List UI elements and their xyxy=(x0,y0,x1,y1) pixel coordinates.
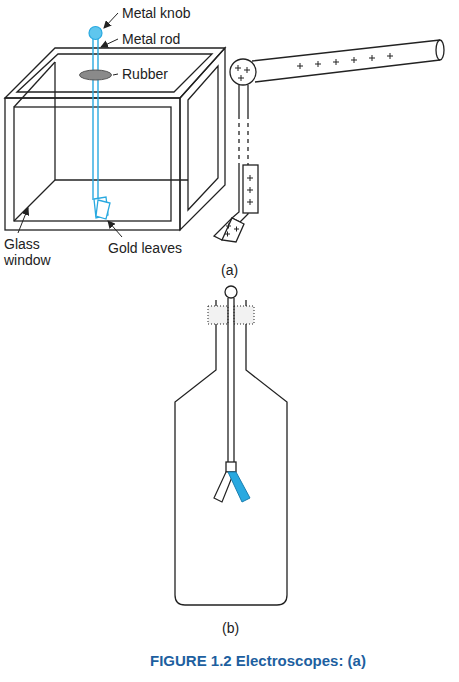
charged-knob xyxy=(230,59,256,85)
part-label: Glass window xyxy=(4,236,60,268)
gold-leaves xyxy=(94,197,110,219)
figure-caption: FIGURE 1.2 Electroscopes: (a) xyxy=(150,652,366,670)
rubber-disc xyxy=(80,70,112,80)
bottle-rod xyxy=(226,298,236,472)
part-label: Gold leaves xyxy=(108,240,182,256)
charged-leaves xyxy=(214,218,244,242)
bottle xyxy=(175,300,287,605)
plus-signs xyxy=(225,53,393,237)
bottle-knob xyxy=(225,286,237,298)
figure-label: (b) xyxy=(222,620,239,636)
figure-label: (a) xyxy=(221,262,238,278)
cork-stopper xyxy=(208,306,254,324)
charged-stem xyxy=(232,85,258,222)
part-label: Rubber xyxy=(122,66,168,82)
part-label: Metal knob xyxy=(122,5,190,21)
metal-knob xyxy=(89,27,102,40)
charged-rod xyxy=(252,40,444,82)
glass-box xyxy=(5,48,225,230)
leader-lines xyxy=(18,13,122,237)
part-label: Metal rod xyxy=(122,31,180,47)
metal-rod xyxy=(93,38,98,200)
right-leaf xyxy=(228,472,250,502)
